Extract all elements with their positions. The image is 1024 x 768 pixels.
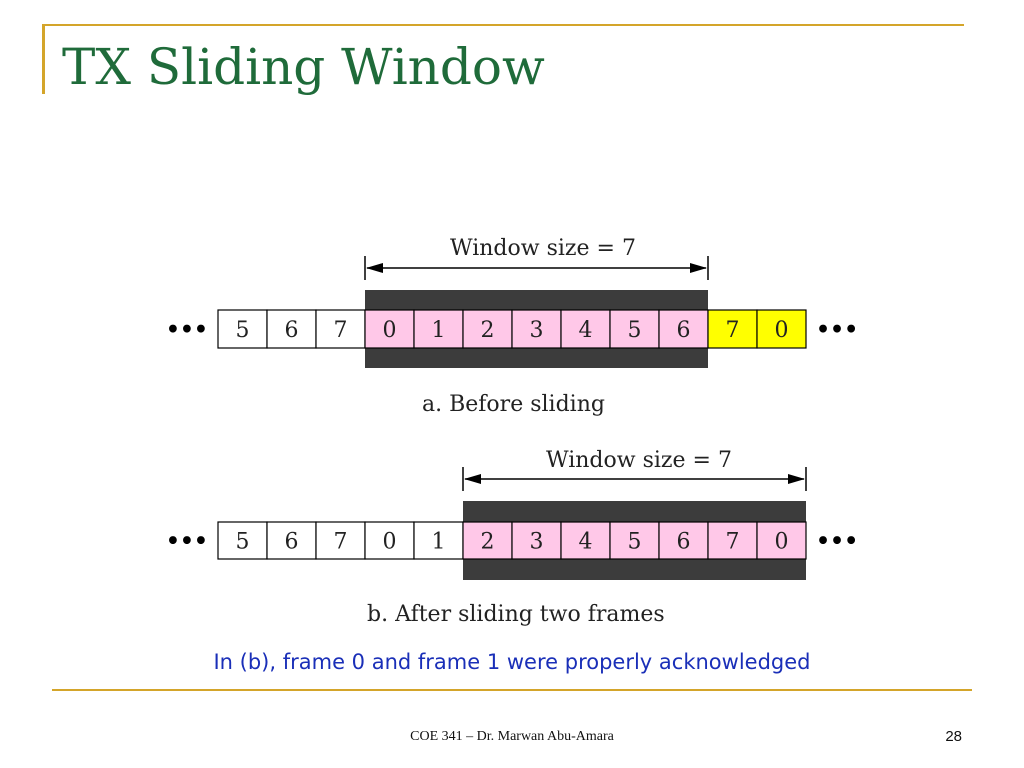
ellipsis-left: ••• bbox=[166, 317, 208, 343]
diagram-a-window-label: Window size = 7 bbox=[450, 236, 636, 261]
frame-number: 5 bbox=[628, 530, 642, 555]
footer-rule bbox=[52, 689, 972, 691]
frame-number: 5 bbox=[236, 318, 250, 343]
frame-cell bbox=[364, 521, 415, 560]
frame-number: 4 bbox=[579, 318, 593, 343]
frame-cell bbox=[462, 521, 513, 560]
arrowhead-right bbox=[788, 474, 805, 484]
frame-cell bbox=[462, 309, 513, 349]
frame-cell bbox=[658, 521, 709, 560]
frame-cell bbox=[756, 521, 807, 560]
frame-number: 3 bbox=[530, 318, 544, 343]
arrowhead-left bbox=[366, 263, 383, 273]
ellipsis-right: ••• bbox=[816, 529, 858, 555]
frame-number: 2 bbox=[481, 318, 495, 343]
acknowledgement-note: In (b), frame 0 and frame 1 were properl… bbox=[213, 650, 811, 674]
frame-number: 0 bbox=[383, 318, 397, 343]
frame-cell bbox=[217, 309, 268, 349]
frame-cell bbox=[658, 309, 709, 349]
slide-title: TX Sliding Window bbox=[62, 38, 545, 96]
frame-cell bbox=[217, 521, 268, 560]
frame-cell bbox=[707, 309, 758, 349]
frame-number: 7 bbox=[334, 530, 348, 555]
frame-number: 6 bbox=[285, 530, 299, 555]
frame-number: 5 bbox=[628, 318, 642, 343]
frame-cell bbox=[511, 309, 562, 349]
frame-cell bbox=[413, 309, 464, 349]
page-number: 28 bbox=[945, 728, 962, 745]
frame-number: 3 bbox=[530, 530, 544, 555]
frame-cell bbox=[756, 309, 807, 349]
frame-number: 7 bbox=[726, 530, 740, 555]
arrowhead-right bbox=[690, 263, 707, 273]
frame-number: 1 bbox=[432, 318, 446, 343]
title-left-rule bbox=[42, 24, 45, 94]
frame-number: 6 bbox=[677, 318, 691, 343]
frame-number: 0 bbox=[775, 530, 789, 555]
frame-cell bbox=[413, 521, 464, 560]
ellipsis-right: ••• bbox=[816, 317, 858, 343]
title-top-rule bbox=[42, 24, 964, 26]
frame-number: 0 bbox=[383, 530, 397, 555]
frame-cell bbox=[560, 309, 611, 349]
frame-number: 6 bbox=[285, 318, 299, 343]
frame-cell bbox=[266, 521, 317, 560]
frame-number: 1 bbox=[432, 530, 446, 555]
frame-cell bbox=[511, 521, 562, 560]
frame-number: 5 bbox=[236, 530, 250, 555]
arrowhead-left bbox=[464, 474, 481, 484]
frame-cell bbox=[609, 309, 660, 349]
ellipsis-left: ••• bbox=[166, 529, 208, 555]
frame-number: 7 bbox=[334, 318, 348, 343]
frame-number: 7 bbox=[726, 318, 740, 343]
frame-number: 2 bbox=[481, 530, 495, 555]
frame-number: 6 bbox=[677, 530, 691, 555]
diagram-a-caption: a. Before sliding bbox=[422, 392, 605, 417]
slide-footer: COE 341 – Dr. Marwan Abu-Amara bbox=[410, 729, 614, 744]
frame-number: 4 bbox=[579, 530, 593, 555]
diagram-b-caption: b. After sliding two frames bbox=[367, 602, 665, 627]
frame-number: 0 bbox=[775, 318, 789, 343]
frame-cell bbox=[315, 309, 366, 349]
diagram-b-window-label: Window size = 7 bbox=[546, 448, 732, 473]
frame-cell bbox=[364, 309, 415, 349]
